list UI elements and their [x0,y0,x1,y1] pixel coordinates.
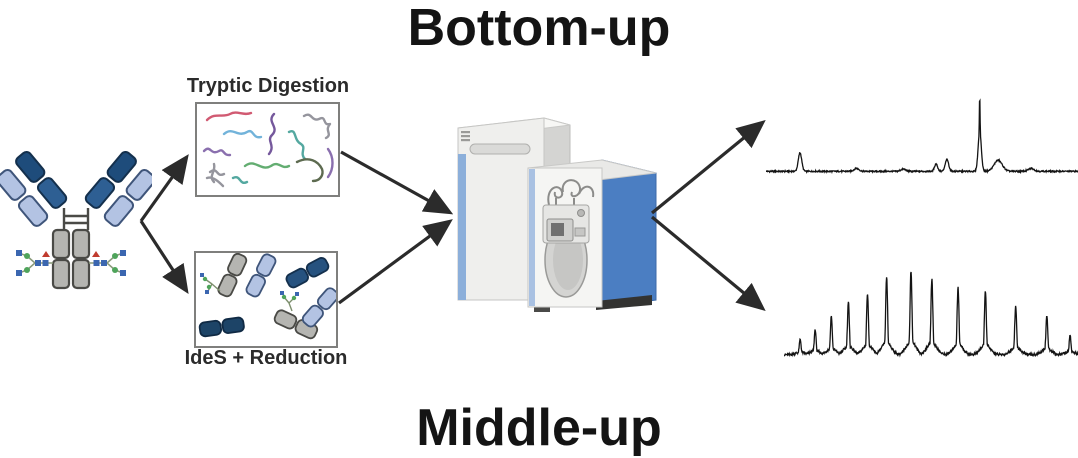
peptide-squiggle [231,176,249,184]
peptide-squiggle [295,158,324,183]
arrow-ides-to-ms [338,219,453,305]
ms-ion-source [542,179,595,244]
peptide-squiggle [287,130,307,161]
antibody-right-light-chain [103,169,152,227]
glycan-icon [16,250,53,276]
ides-reduction-box [194,251,338,348]
arrow-tryptic-to-ms [340,150,454,215]
fab-fragment [198,316,245,338]
antibody-hinge [62,208,90,230]
antibody-left-light-chain [0,169,49,227]
peptide-squiggle [243,162,291,169]
antibody-right-dark-chain [84,151,137,209]
peptide-squiggle [202,147,232,157]
bottom-up-title: Bottom-up [407,0,671,57]
ides-reduction-label: IdeS + Reduction [184,347,348,369]
peptides-illustration [202,111,334,188]
light-chain-fragment [301,287,336,328]
ms-main-unit [527,159,657,312]
antibody-fragments-illustration [198,253,336,340]
peptide-squiggle [222,129,263,139]
peptide-squiggle [267,112,276,156]
fd-fragment [200,253,248,298]
arrow-antibody-to-ides [139,220,189,295]
middle-up-spectrum [784,271,1078,358]
tryptic-digestion-label: Tryptic Digestion [186,75,350,97]
fab-fragment [285,257,330,289]
arrow-ms-to-middleup-spectrum [650,215,766,312]
mass-spectrometer-icon [457,117,657,312]
bottom-up-spectrum [766,98,1078,175]
antibody-fc-stem [51,228,91,290]
peptide-squiggle [205,111,253,122]
tryptic-digestion-box [195,102,340,197]
arrow-antibody-to-tryptic [139,154,189,222]
antibody-left-dark-chain [15,151,68,209]
peptide-squiggle [326,147,334,179]
middle-up-title: Middle-up [416,399,662,457]
peptide-squiggle [302,113,332,140]
peptide-squiggle [205,162,226,188]
arrow-ms-to-bottomup-spectrum [650,119,766,215]
light-chain-fragment [245,253,277,298]
antibody-icon [0,151,152,290]
